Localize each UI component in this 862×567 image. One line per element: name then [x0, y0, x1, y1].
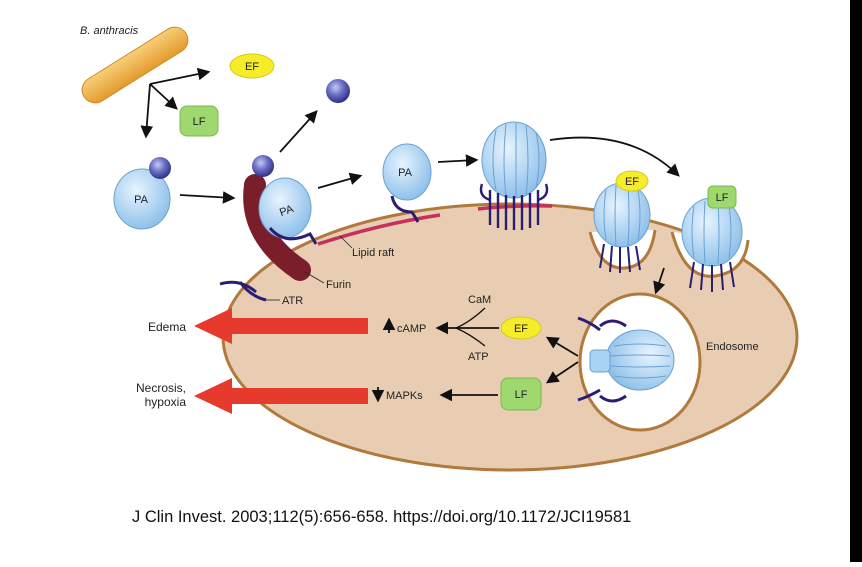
lipid-raft-label: Lipid raft [352, 247, 394, 259]
release-arrow-pa [140, 83, 154, 139]
lf-factor-cytosol: LF [500, 377, 542, 411]
citation-text: J Clin Invest. 2003;112(5):656-658. http… [132, 508, 632, 526]
atr-label: ATR [282, 295, 303, 307]
svg-text:PA: PA [134, 194, 149, 206]
atp-label: ATP [468, 351, 489, 363]
camp-label: cAMP [397, 323, 426, 335]
anthrax-toxin-diagram: B. anthracis EF LF PA PA Furin Lipid raf… [80, 25, 799, 472]
pa-heptamer-prepore [481, 121, 547, 199]
furin-leader [304, 271, 325, 284]
heptamer-receptors [479, 183, 549, 230]
organism-label: B. anthracis [80, 25, 139, 37]
lipid-raft-leader [339, 235, 353, 249]
mapks-label: MAPKs [386, 390, 423, 402]
edema-arrow [194, 308, 368, 344]
svg-text:LF: LF [515, 389, 528, 401]
arrow-endosome-to-lf [545, 361, 579, 384]
bacterium-rod [81, 26, 189, 104]
ef-factor-cytosol: EF [500, 316, 542, 340]
cam-input-curve [455, 307, 486, 329]
necrosis-label-line2: hypoxia [145, 395, 187, 409]
arrow-to-endosome [653, 267, 666, 295]
svg-text:EF: EF [245, 61, 259, 73]
pore-complex-ef: EF [593, 170, 651, 273]
pa-protein-bound: PA [252, 155, 312, 239]
endosome-pore [577, 316, 675, 403]
atr-receptor-pa63 [390, 195, 420, 223]
svg-text:LF: LF [716, 192, 729, 204]
furin-label: Furin [326, 279, 351, 291]
necrosis-label-line1: Necrosis, [136, 381, 186, 395]
arrow-to-pa63 [317, 172, 363, 189]
svg-text:PA: PA [398, 167, 413, 179]
ef-factor-free: EF [229, 53, 275, 79]
atr-receptor-free [219, 280, 267, 302]
pa20-fragment [326, 79, 350, 103]
pa-protein-free: PA [113, 157, 171, 230]
arrow-to-pore-complex [549, 136, 680, 177]
lipid-raft-membrane [317, 213, 441, 246]
arrow-endosome-to-ef [545, 336, 579, 357]
arrow-pa-to-receptor [179, 191, 236, 204]
arrow-to-heptamer [437, 154, 479, 167]
atp-input-curve [455, 327, 486, 347]
endosome-label: Endosome [706, 341, 759, 353]
release-arrow-lf [149, 83, 178, 110]
pa63-on-receptor: PA [382, 143, 432, 201]
atr-receptor-bound [268, 226, 318, 245]
pore-complex-lf: LF [681, 185, 743, 292]
necrosis-arrow [194, 378, 368, 414]
cam-label: CaM [468, 294, 491, 306]
diagram-canvas: B. anthracis EF LF PA PA Furin Lipid raf… [80, 25, 799, 526]
svg-text:LF: LF [193, 116, 206, 128]
lf-factor-free: LF [179, 105, 219, 137]
release-arrow-ef [149, 67, 211, 85]
furin-protease [243, 174, 311, 281]
svg-text:EF: EF [625, 176, 639, 188]
svg-text:EF: EF [514, 323, 528, 335]
svg-text:PA: PA [278, 203, 296, 219]
right-black-border [850, 0, 862, 562]
edema-label: Edema [148, 320, 186, 334]
arrow-cleaved-fragment [279, 110, 318, 153]
